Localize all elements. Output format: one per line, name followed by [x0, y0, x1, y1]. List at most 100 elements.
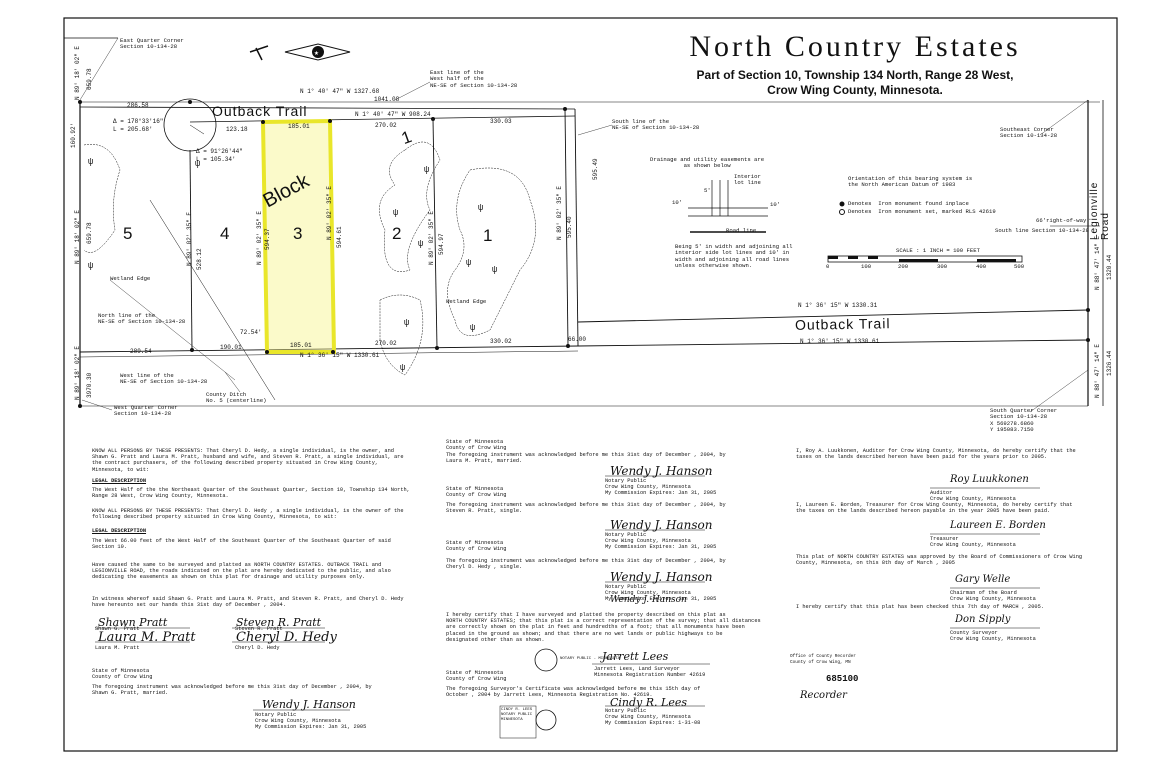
outback-trail-label: Outback Trail — [212, 103, 308, 119]
sheet-frame — [63, 17, 1118, 752]
legal-description-1: The West Half of the the Northeast Quart… — [92, 487, 410, 500]
notary-m3: Notary Public Crow Wing County, Minnesot… — [605, 584, 717, 603]
names-right: Steven R. Pratt Cheryl D. Hedy — [235, 626, 283, 651]
dim-659a: 659.78 — [86, 68, 93, 90]
legend-found: Denotes Iron monument found inplace — [848, 200, 969, 207]
easement-heading: Drainage and utility easements are as sh… — [650, 156, 765, 170]
svg-text:★: ★ — [314, 49, 319, 58]
bearing-b-1: N 89° 02' 35" E — [428, 210, 435, 265]
svg-text:ψ: ψ — [470, 323, 475, 333]
legal-heading-2: LEGAL DESCRIPTION — [92, 528, 147, 534]
state-m1: State of Minnesota County of Crow Wing — [446, 439, 507, 452]
easement-10-right: 10' — [770, 201, 781, 208]
marsh-symbols: ψ ψ ψ ψ ψ ψ ψ ψ ψ ψ ψ ψ — [88, 157, 497, 373]
ack-m2: The foregoing instrument was acknowledge… — [446, 502, 726, 515]
county-ditch — [149, 199, 276, 401]
dim-72: 72.54' — [240, 329, 262, 336]
plat-subtitle: Part of Section 10, Township 134 North, … — [600, 68, 1110, 98]
legionville-road-label: Legionville Road — [1089, 181, 1111, 240]
curve-1-delta: Δ = 178°33'16" — [113, 118, 164, 125]
svg-text:ψ: ψ — [404, 318, 409, 328]
signature-county-surveyor: Don Sipply — [955, 614, 1011, 625]
notary-m4: Notary Public Crow Wing County, Minnesot… — [605, 708, 701, 727]
east-quarter-corner: East Quarter Corner Section 10-134-28 — [120, 37, 184, 51]
names-left: Shawn G. Pratt Laura M. Pratt — [95, 626, 140, 651]
scale-tick-400: 400 — [976, 263, 987, 270]
easement-5: 5' — [704, 187, 711, 194]
bearing-c: N 88° 47' 14" E — [1094, 235, 1101, 290]
scale-tick-0: 0 — [826, 263, 830, 270]
easement-10-left: 10' — [672, 199, 683, 206]
surveyor-name: Jarrett Lees, Land Surveyor Minnesota Re… — [594, 666, 706, 679]
state-bl: State of Minnesota County of Crow Wing — [92, 668, 153, 681]
scale-tick-100: 100 — [861, 263, 872, 270]
bearing-b-5: N 89° 02' 35" E — [556, 185, 563, 240]
seal-icon — [534, 648, 558, 672]
svg-text:ψ: ψ — [418, 239, 423, 249]
scale-tick-200: 200 — [898, 263, 909, 270]
signature-surveyor: Jarrett Lees — [602, 650, 669, 663]
bearing-a: N 89° 18' 02" E — [74, 45, 81, 100]
svg-text:ψ: ψ — [195, 159, 200, 169]
know-all-2: KNOW ALL PERSONS BY THESE PRESENTS: That… — [92, 508, 404, 521]
wetland-2 — [447, 167, 536, 336]
dim-top-total: 1041.08 — [374, 96, 400, 103]
legal-heading-1: LEGAL DESCRIPTION — [92, 478, 147, 484]
south-line-ne-label: South line of the NE-SE of Section 10-13… — [612, 118, 700, 132]
signature-cheryl: Cheryl D. Hedy — [236, 630, 337, 645]
right-of-way-label: 66'right-of-way — [1036, 217, 1087, 224]
dim-185-top: 185.01 — [288, 123, 310, 130]
svg-text:ψ: ψ — [478, 203, 483, 213]
ack-m3: The foregoing instrument was acknowledge… — [446, 558, 726, 571]
subtitle-line-1: Part of Section 10, Township 134 North, … — [696, 68, 1014, 82]
signature-recorder: Recorder — [800, 690, 847, 701]
svg-text:ψ: ψ — [393, 208, 398, 218]
dim-3970: 3970.30 — [86, 372, 93, 398]
subtitle-line-2: Crow Wing County, Minnesota. — [767, 83, 943, 97]
dim-right-bearing-2: N 1° 36' 15" W 1330.61 — [800, 338, 880, 345]
checked-title: County Surveyor Crow Wing County, Minnes… — [950, 630, 1036, 643]
south-quarter-corner: South Quarter Corner Section 10-134-28 X… — [990, 407, 1058, 434]
west-line-label: West line of the NE-SE of Section 10-134… — [120, 372, 208, 386]
signature-notary-1: Wendy J. Hanson — [262, 698, 356, 711]
signature-cindy: Cindy R. Lees — [610, 696, 688, 709]
ack-bl: The foregoing instrument was acknowledge… — [92, 684, 372, 697]
signature-laura: Laura M. Pratt — [98, 630, 196, 645]
county-ditch-label: County Ditch No. 5 (centerline) — [206, 391, 267, 405]
easement-interior: Interior lot line — [734, 173, 761, 187]
svg-text:ψ: ψ — [492, 265, 497, 275]
board-title: Chairman of the Board Crow Wing County, … — [950, 590, 1036, 603]
state-m4: State of Minnesota County of Crow Wing — [446, 670, 507, 683]
bearing-a-3: N 89° 18' 02" E — [74, 345, 81, 400]
dim-270-bot: 270.02 — [375, 340, 397, 347]
bearing-b-2: N 89° 02' 35" E — [326, 185, 333, 240]
svg-text:ψ: ψ — [424, 165, 429, 175]
signature-notary-4: Wendy J. Hanson — [610, 570, 713, 584]
signature-chairman: Gary Welle — [955, 574, 1011, 585]
wetland-edge-2: Wetland Edge — [446, 298, 487, 305]
dim-right-bearing: N 1° 36' 15" W 1330.31 — [798, 302, 878, 309]
treasurer-title: Treasurer Crow Wing County, Minnesota — [930, 536, 1016, 549]
lot-4: 4 — [220, 224, 230, 243]
signature-treasurer: Laureen E. Borden — [950, 520, 1046, 531]
dim-330-top: 330.03 — [490, 118, 512, 125]
scale-tick-300: 300 — [937, 263, 948, 270]
west-quarter-corner: West Quarter Corner Section 10-134-28 — [114, 404, 178, 418]
dim-bottom-bearing: N 1° 36' 15" W 1330.61 — [300, 352, 380, 359]
notary-m2: Notary Public Crow Wing County, Minnesot… — [605, 532, 717, 551]
dim-270-top: 270.02 — [375, 122, 397, 129]
ack-m4: The foregoing Surveyor's Certificate was… — [446, 686, 701, 699]
dim-528: 528.12 — [196, 248, 203, 270]
south-line-section-label: South line Section 10-134-28 — [995, 227, 1089, 234]
north-arrow-icon: ★ — [249, 43, 351, 61]
curve-1-length: L = 205.68' — [113, 126, 153, 133]
dedication: Have caused the same to be surveyed and … — [92, 562, 391, 581]
auditor-title: Auditor Crow Wing County, Minnesota — [930, 490, 1016, 503]
dim-595b: 595.49 — [592, 158, 599, 180]
southeast-corner-label: Southeast Corner Section 10-134-28 — [1000, 126, 1058, 140]
orientation-note: Orientation of this bearing system is th… — [848, 175, 973, 189]
legend-set: Denotes Iron monument set, marked RLS 42… — [848, 208, 996, 215]
board-cert: This plat of NORTH COUNTRY ESTATES was a… — [796, 554, 1083, 567]
